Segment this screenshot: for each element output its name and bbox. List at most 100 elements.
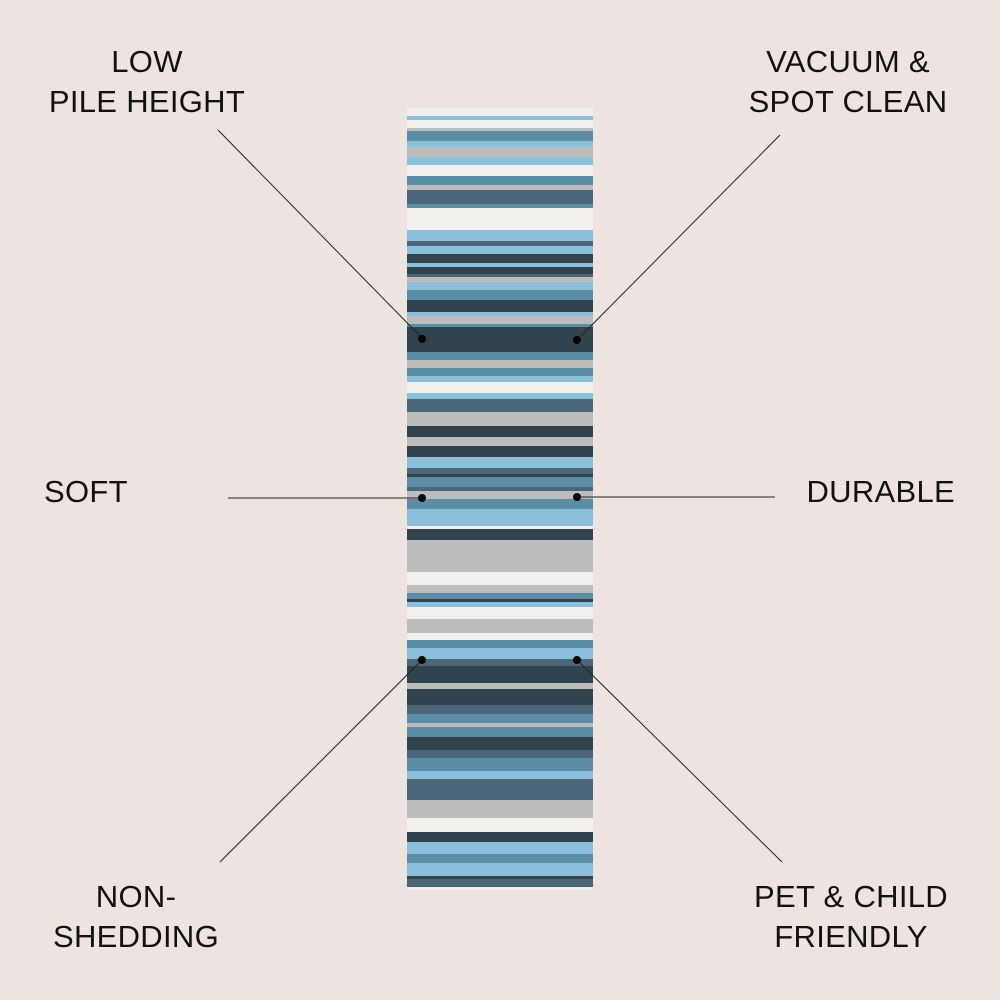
rug-stripe xyxy=(407,599,593,602)
rug-stripe xyxy=(407,477,593,487)
callout-dot xyxy=(418,335,426,343)
rug-stripe xyxy=(407,246,593,254)
striped-runner-rug-image xyxy=(407,108,593,890)
rug-stripe xyxy=(407,619,593,623)
rug-stripe xyxy=(407,426,593,437)
rug-stripe xyxy=(407,779,593,791)
rug-stripe xyxy=(407,190,593,204)
rug-stripe xyxy=(407,602,593,607)
rug-stripe xyxy=(407,633,593,640)
rug-stripe xyxy=(407,274,593,277)
feature-text: PILE HEIGHT xyxy=(48,84,246,119)
rug-stripe xyxy=(407,324,593,327)
callout-dot xyxy=(573,656,581,664)
rug-stripe xyxy=(407,714,593,723)
rug-stripe xyxy=(407,689,593,694)
rug-stripe xyxy=(407,818,593,832)
rug-stripe xyxy=(407,290,593,300)
feature-durable: DURABLE xyxy=(806,474,955,509)
rug-stripe xyxy=(407,165,593,176)
rug-stripe xyxy=(407,120,593,128)
rug-stripe xyxy=(407,694,593,697)
feature-text: NON- xyxy=(95,879,177,914)
rug-stripe xyxy=(407,550,593,555)
feature-vacuum-spot-clean: VACUUM & SPOT CLEAN xyxy=(738,42,958,122)
rug-stripe xyxy=(407,887,593,890)
rug-stripe xyxy=(407,312,593,316)
rug-stripe xyxy=(407,368,593,376)
feature-low-pile-height: LOW PILE HEIGHT xyxy=(40,42,254,122)
rug-stripe xyxy=(407,529,593,540)
rug-stripe xyxy=(407,230,593,241)
feature-text: LOW xyxy=(111,44,183,79)
rug-stripe xyxy=(407,593,593,599)
rug-stripe xyxy=(407,141,593,147)
rug-stripe xyxy=(407,263,593,267)
rug-stripe xyxy=(407,648,593,651)
callout-line-pet-child xyxy=(576,659,783,863)
rug-stripe xyxy=(407,677,593,683)
rug-stripe xyxy=(407,128,593,131)
feature-text: FRIENDLY xyxy=(774,919,928,954)
callout-dot xyxy=(418,494,426,502)
rug-stripe xyxy=(407,771,593,779)
rug-stripe xyxy=(407,254,593,263)
rug-stripe xyxy=(407,666,593,677)
rug-stripe xyxy=(407,204,593,208)
rug-stripe xyxy=(407,705,593,714)
rug-stripe xyxy=(407,157,593,165)
rug-stripe xyxy=(407,499,593,509)
rug-stripe xyxy=(407,555,593,560)
rug-stripe xyxy=(407,683,593,686)
rug-stripe xyxy=(407,659,593,666)
rug-stripe xyxy=(407,147,593,157)
rug-stripe xyxy=(407,412,593,426)
rug-stripe xyxy=(407,863,593,876)
rug-stripe xyxy=(407,750,593,758)
rug-stripe xyxy=(407,457,593,468)
rug-stripe xyxy=(407,176,593,185)
feature-text: VACUUM & xyxy=(766,44,930,79)
rug-stripe xyxy=(407,399,593,412)
rug-stripe xyxy=(407,487,593,491)
rug-stripe xyxy=(407,876,593,879)
rug-stripe xyxy=(407,810,593,818)
rug-stripe xyxy=(407,697,593,705)
rug-stripe xyxy=(407,640,593,648)
rug-stripe xyxy=(407,382,593,393)
rug-stripe xyxy=(407,474,593,477)
rug-stripe xyxy=(407,585,593,593)
feature-non-shedding: NON- SHEDDING xyxy=(40,877,232,957)
callout-line-low-pile xyxy=(217,129,423,339)
rug-stripe xyxy=(407,651,593,659)
rug-stripe xyxy=(407,185,593,190)
rug-stripe xyxy=(407,452,593,457)
rug-stripe xyxy=(407,509,593,513)
rug-stripe xyxy=(407,131,593,141)
rug-stripe xyxy=(407,727,593,737)
rug-stripe xyxy=(407,623,593,633)
rug-stripe xyxy=(407,437,593,446)
rug-stripe xyxy=(407,327,593,338)
rug-stripe xyxy=(407,832,593,842)
feature-pet-child-friendly: PET & CHILD FRIENDLY xyxy=(744,877,958,957)
rug-stripe xyxy=(407,563,593,572)
rug-stripe xyxy=(407,241,593,246)
rug-stripe xyxy=(407,758,593,771)
rug-stripe xyxy=(407,854,593,863)
rug-stripe xyxy=(407,842,593,854)
rug-stripe xyxy=(407,393,593,399)
rug-stripe xyxy=(407,526,593,529)
feature-text: SHEDDING xyxy=(52,919,220,954)
rug-stripe xyxy=(407,723,593,727)
rug-stripe xyxy=(407,572,593,585)
rug-stripe xyxy=(407,800,593,810)
rug-stripe xyxy=(407,540,593,550)
rug-stripe xyxy=(407,316,593,324)
rug-stripe xyxy=(407,737,593,750)
rug-stripe xyxy=(407,282,593,290)
rug-stripe xyxy=(407,352,593,360)
rug-stripe xyxy=(407,376,593,382)
rug-stripe xyxy=(407,108,593,116)
